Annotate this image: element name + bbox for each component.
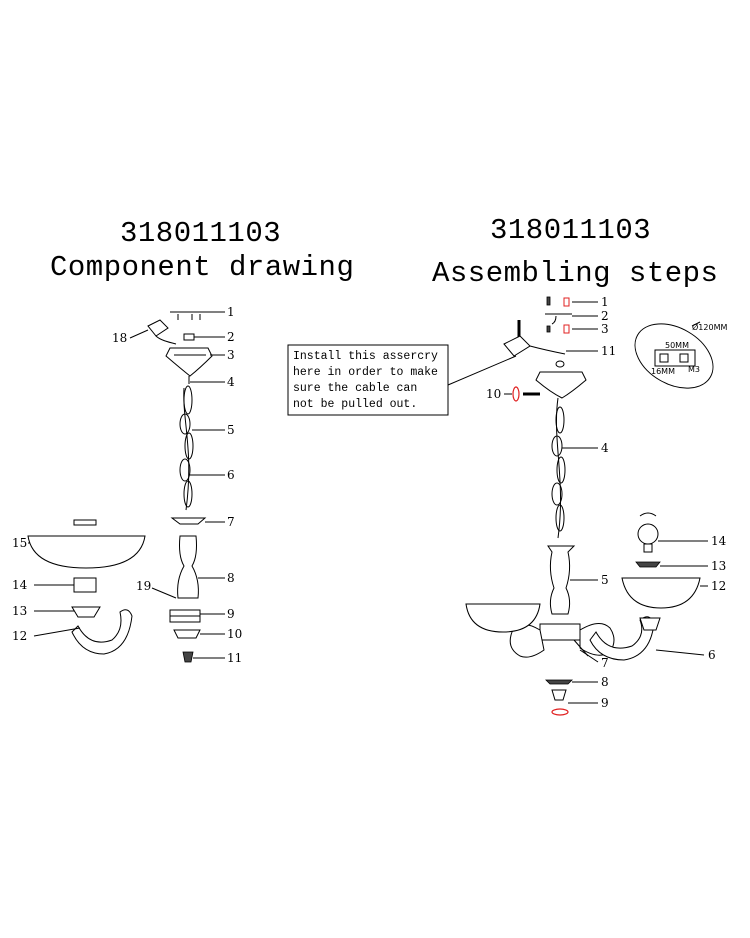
o-ring-part <box>551 708 569 716</box>
set-screw-part <box>512 386 540 402</box>
note-line-4: not be pulled out. <box>293 398 417 411</box>
detail-diameter: Ø120MM <box>692 322 727 332</box>
label-11: 11 <box>227 651 242 665</box>
step-label-6: 6 <box>708 648 716 662</box>
note-line-1: Install this assercry <box>293 350 438 363</box>
leader-lines-left <box>28 311 225 659</box>
canopy-part <box>165 347 213 377</box>
step-label-7: 7 <box>601 656 609 670</box>
step-label-8: 8 <box>601 675 609 689</box>
shade-mounted <box>465 603 541 633</box>
install-note: Install this assercry here in order to m… <box>287 344 517 416</box>
terminal-clamp-part <box>503 320 566 357</box>
left-model-number: 318011103 <box>120 217 282 250</box>
label-8: 8 <box>227 571 235 585</box>
step-label-13: 13 <box>711 559 726 573</box>
step-label-11: 11 <box>601 344 616 358</box>
label-13: 13 <box>12 604 27 618</box>
label-10: 10 <box>227 627 242 641</box>
detail-dim-16: 16MM <box>651 367 675 376</box>
screw-set-part <box>545 296 572 334</box>
label-5: 5 <box>227 423 235 437</box>
label-19: 19 <box>136 579 151 593</box>
label-7: 7 <box>227 515 235 529</box>
right-model-number: 318011103 <box>490 214 652 247</box>
lamp-holder-part <box>73 577 97 593</box>
label-3: 3 <box>227 348 235 362</box>
step-label-1: 1 <box>601 295 609 309</box>
step-label-14: 14 <box>711 534 727 548</box>
connector-part <box>169 609 201 623</box>
arm-assembled <box>589 616 655 661</box>
step-label-10: 10 <box>486 387 501 401</box>
chain-assembled <box>551 397 566 539</box>
step-label-9: 9 <box>601 696 609 710</box>
label-15: 15 <box>12 536 27 550</box>
right-heading: Assembling steps <box>432 257 719 290</box>
finial-part <box>182 651 194 663</box>
mounting-bar-part <box>170 311 215 320</box>
step-label-12: 12 <box>711 579 726 593</box>
step-label-3: 3 <box>601 322 609 336</box>
collar-part <box>170 517 207 525</box>
detail-dim-50: 50MM <box>665 341 689 350</box>
part-numbers-right: 1 2 3 4 5 6 7 8 9 10 11 12 13 14 <box>486 295 727 710</box>
label-18: 18 <box>112 331 127 345</box>
part-numbers-left: 1 2 3 4 5 6 7 8 9 10 11 12 13 14 15 18 1… <box>12 305 242 665</box>
glass-shade-part <box>27 519 146 569</box>
chain-part <box>179 385 194 511</box>
mounting-detail: Ø120MM 50MM 16MM M3 <box>634 321 727 389</box>
bottom-cap-assembled <box>545 679 573 685</box>
assembly-drawing: Install this assercry here in order to m… <box>287 295 727 716</box>
label-12: 12 <box>12 629 27 643</box>
leader-lines-right <box>504 301 708 704</box>
component-drawing: 1 2 3 4 5 6 7 8 9 10 11 12 13 14 15 18 1… <box>12 305 242 665</box>
label-14: 14 <box>12 578 28 592</box>
terminal-block-part <box>147 319 177 345</box>
bobeche-assembled <box>635 561 661 568</box>
arm-part <box>71 609 133 655</box>
step-label-2: 2 <box>601 309 609 323</box>
center-body-assembled <box>547 545 576 615</box>
step-label-5: 5 <box>601 573 609 587</box>
note-line-2: here in order to make <box>293 366 438 379</box>
left-heading: Component drawing <box>50 251 355 284</box>
label-2: 2 <box>227 330 235 344</box>
bulb-part <box>637 512 659 553</box>
step-label-4: 4 <box>601 441 609 455</box>
shade-part-right <box>621 577 701 609</box>
bobeche-part <box>71 606 101 618</box>
label-4: 4 <box>227 375 235 389</box>
label-6: 6 <box>227 468 235 482</box>
label-9: 9 <box>227 607 235 621</box>
note-line-3: sure the cable can <box>293 382 417 395</box>
center-body-part <box>177 535 199 599</box>
detail-dim-m3: M3 <box>688 365 700 374</box>
bottom-plate-part <box>173 629 201 639</box>
label-1: 1 <box>227 305 235 319</box>
nut-part <box>183 333 195 341</box>
canopy-assembled <box>535 371 587 399</box>
